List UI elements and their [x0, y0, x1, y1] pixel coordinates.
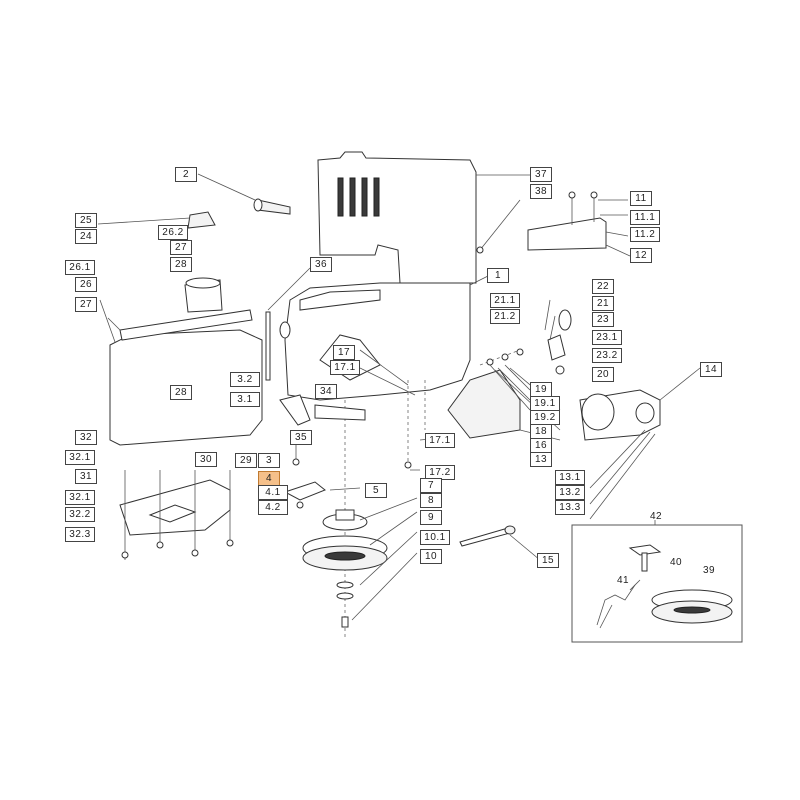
callout-18[interactable]: 18 — [530, 424, 552, 439]
callout-22[interactable]: 22 — [592, 279, 614, 294]
callout-13-1[interactable]: 13.1 — [555, 470, 585, 485]
callout-21-1[interactable]: 21.1 — [490, 293, 520, 308]
callout-39[interactable]: 39 — [702, 565, 716, 576]
hub-part — [322, 509, 368, 531]
callout-21[interactable]: 21 — [592, 296, 614, 311]
callout-9[interactable]: 9 — [420, 510, 442, 525]
callout-19[interactable]: 19 — [530, 382, 552, 397]
callout-25[interactable]: 25 — [75, 213, 97, 228]
callout-28-left[interactable]: 28 — [170, 385, 192, 400]
callout-27-top[interactable]: 27 — [170, 240, 192, 255]
callout-10[interactable]: 10 — [420, 549, 442, 564]
engine-block-part — [279, 274, 491, 401]
callout-26-2[interactable]: 26.2 — [158, 225, 188, 240]
callout-2[interactable]: 2 — [175, 167, 197, 182]
callout-41[interactable]: 41 — [616, 575, 630, 586]
callout-21-2[interactable]: 21.2 — [490, 309, 520, 324]
callout-3-2[interactable]: 3.2 — [230, 372, 260, 387]
callout-17-1-top[interactable]: 17.1 — [330, 360, 360, 375]
callout-7[interactable]: 7 — [420, 478, 442, 493]
callout-36[interactable]: 36 — [310, 257, 332, 272]
callout-40[interactable]: 40 — [669, 557, 683, 568]
callout-26-1[interactable]: 26.1 — [65, 260, 95, 275]
callout-1[interactable]: 1 — [487, 268, 509, 283]
callout-32[interactable]: 32 — [75, 430, 97, 445]
callout-19-2[interactable]: 19.2 — [530, 410, 560, 425]
callout-37[interactable]: 37 — [530, 167, 552, 182]
callout-10-1[interactable]: 10.1 — [420, 530, 450, 545]
callout-32-1-top[interactable]: 32.1 — [65, 450, 95, 465]
callout-4-2[interactable]: 4.2 — [258, 500, 288, 515]
callout-23[interactable]: 23 — [592, 312, 614, 327]
shield-12-part — [527, 191, 631, 257]
callout-4-1[interactable]: 4.1 — [258, 485, 288, 500]
callout-11-2[interactable]: 11.2 — [630, 227, 660, 242]
callout-32-1-bottom[interactable]: 32.1 — [65, 490, 95, 505]
callout-13[interactable]: 13 — [530, 452, 552, 467]
callout-19-1[interactable]: 19.1 — [530, 396, 560, 411]
muffler-part — [579, 367, 701, 441]
callout-23-2[interactable]: 23.2 — [592, 348, 622, 363]
callout-11-1[interactable]: 11.1 — [630, 210, 660, 225]
callout-13-3[interactable]: 13.3 — [555, 500, 585, 515]
callout-38[interactable]: 38 — [530, 184, 552, 199]
callout-15[interactable]: 15 — [537, 553, 559, 568]
callout-29[interactable]: 29 — [235, 453, 257, 468]
bolt-2-part — [197, 173, 291, 215]
callout-23-1[interactable]: 23.1 — [592, 330, 622, 345]
callout-8[interactable]: 8 — [420, 493, 442, 508]
callout-28-top[interactable]: 28 — [170, 257, 192, 272]
callout-3-1[interactable]: 3.1 — [230, 392, 260, 407]
callout-34[interactable]: 34 — [315, 384, 337, 399]
callout-20[interactable]: 20 — [592, 367, 614, 382]
callout-11[interactable]: 11 — [630, 191, 652, 206]
callout-14[interactable]: 14 — [700, 362, 722, 377]
callout-24[interactable]: 24 — [75, 229, 97, 244]
callout-16[interactable]: 16 — [530, 438, 552, 453]
fuel-tank-part — [99, 277, 263, 446]
base-plate-part — [119, 470, 234, 560]
callout-32-2[interactable]: 32.2 — [65, 507, 95, 522]
pin-15-part — [459, 525, 541, 561]
engine-cover-part — [317, 151, 530, 284]
callout-42[interactable]: 42 — [649, 511, 663, 522]
callout-35[interactable]: 35 — [290, 430, 312, 445]
callout-30[interactable]: 30 — [195, 452, 217, 467]
callout-17[interactable]: 17 — [333, 345, 355, 360]
callout-27-left[interactable]: 27 — [75, 297, 97, 312]
linkage-part — [279, 394, 366, 466]
callout-13-2[interactable]: 13.2 — [555, 485, 585, 500]
pulley-part — [302, 535, 388, 571]
kit-box — [571, 520, 743, 643]
callout-17-1-right[interactable]: 17.1 — [425, 433, 455, 448]
callout-32-3[interactable]: 32.3 — [65, 527, 95, 542]
callout-4-highlighted[interactable]: 4 — [258, 471, 280, 486]
callout-31[interactable]: 31 — [75, 469, 97, 484]
callout-12[interactable]: 12 — [630, 248, 652, 263]
callout-5[interactable]: 5 — [365, 483, 387, 498]
callout-3[interactable]: 3 — [258, 453, 280, 468]
lever-assembly-part — [547, 309, 572, 375]
callout-26[interactable]: 26 — [75, 277, 97, 292]
